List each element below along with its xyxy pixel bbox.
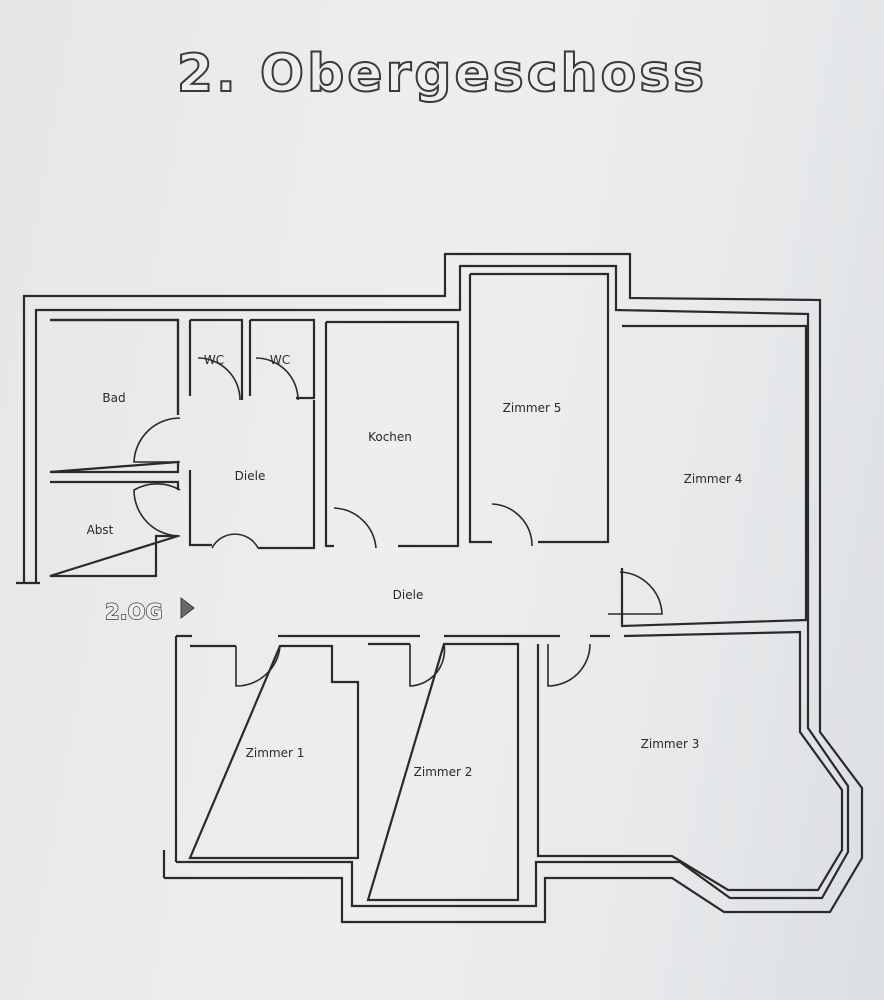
doors [133,357,663,687]
room-label-zimmer1: Zimmer 1 [246,746,305,760]
page-title: 2. Obergeschoss [176,43,708,105]
floor-marker-label: 2.OG [105,600,163,624]
room-labels: Bad Abst WC WC Diele Kochen Zimmer 5 Zim… [87,353,743,779]
room-label-zimmer2: Zimmer 2 [414,765,473,779]
room-label-zimmer5: Zimmer 5 [503,401,562,415]
room-label-zimmer4: Zimmer 4 [684,472,743,486]
room-label-diele-main: Diele [393,588,424,602]
floor-marker: 2.OG [104,596,195,625]
room-label-wc2: WC [270,353,290,367]
walls [16,252,864,924]
room-label-wc1: WC [204,353,224,367]
room-label-bad: Bad [102,391,125,405]
room-label-kochen: Kochen [368,430,412,444]
outer-wall-inner [34,264,850,908]
room-label-diele-upper: Diele [235,469,266,483]
entrance-arrow-icon [180,596,195,620]
outer-wall [22,252,864,924]
room-label-abst: Abst [87,523,114,537]
room-label-zimmer3: Zimmer 3 [641,737,700,751]
